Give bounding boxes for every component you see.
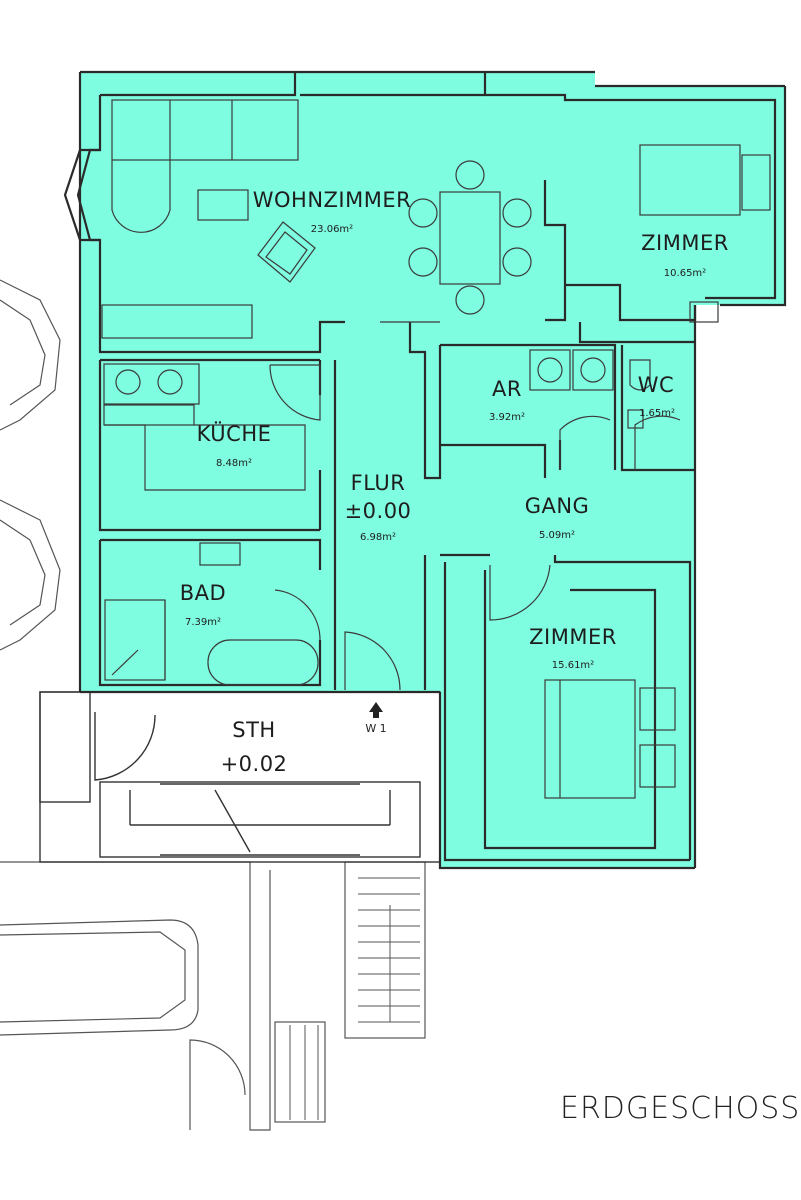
label-wc: WC	[638, 373, 674, 397]
label-sth: STH	[232, 718, 275, 742]
area-zimmer-se: 15.61m²	[552, 660, 594, 671]
window-marker: W 1	[365, 702, 387, 735]
room-labels: WOHNZIMMER 23.06m² ZIMMER 10.65m² KÜCHE …	[180, 188, 729, 776]
label-zimmer-ne: ZIMMER	[641, 231, 729, 255]
level-sth: +0.02	[221, 752, 288, 776]
apartment-highlight	[80, 72, 785, 868]
area-wohnzimmer: 23.06m²	[311, 224, 353, 235]
label-flur: FLUR	[351, 471, 406, 495]
label-ar: AR	[492, 377, 522, 401]
label-bad: BAD	[180, 581, 226, 605]
area-kueche: 8.48m²	[216, 458, 252, 469]
walls	[63, 70, 787, 870]
label-kueche: KÜCHE	[197, 421, 272, 446]
furniture	[101, 99, 771, 861]
area-bad: 7.39m²	[185, 617, 221, 628]
window-tag: W 1	[365, 722, 386, 735]
area-flur: 6.98m²	[360, 532, 396, 543]
area-zimmer-ne: 10.65m²	[664, 268, 706, 279]
surroundings	[0, 279, 426, 1131]
area-ar: 3.92m²	[489, 412, 525, 423]
area-wc: 1.65m²	[639, 408, 675, 419]
label-gang: GANG	[525, 494, 590, 518]
area-gang: 5.09m²	[539, 530, 575, 541]
label-wohnzimmer: WOHNZIMMER	[253, 188, 411, 212]
level-flur: ±0.00	[345, 499, 412, 523]
floor-title: ERDGESCHOSS	[560, 1091, 800, 1126]
label-zimmer-se: ZIMMER	[529, 625, 617, 649]
outside-stairs	[289, 877, 420, 1120]
